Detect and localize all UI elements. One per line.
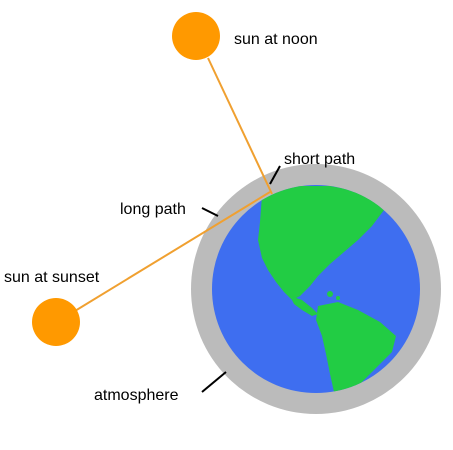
atmosphere-label: atmosphere [94, 387, 179, 404]
sun-icon [32, 298, 80, 346]
caribbean-island [327, 291, 333, 297]
caribbean-island [336, 296, 340, 300]
atmosphere-pointer [201, 371, 227, 393]
sun-at-noon-label: sun at noon [234, 31, 318, 48]
south-america-landmass [316, 302, 396, 393]
central-america-landmass [290, 296, 318, 316]
sun-at-sunset-label: sun at sunset [4, 269, 100, 286]
sunset-sunlight-ray [69, 191, 271, 315]
short-path-pointer [269, 165, 281, 185]
noon-sunlight-ray [207, 57, 273, 195]
north-america-landmass [258, 186, 384, 300]
continents [258, 186, 396, 393]
long-path-pointer [201, 207, 219, 217]
long-path-label: long path [120, 201, 186, 218]
sun-icon [172, 12, 220, 60]
short-path-label: short path [284, 151, 355, 168]
